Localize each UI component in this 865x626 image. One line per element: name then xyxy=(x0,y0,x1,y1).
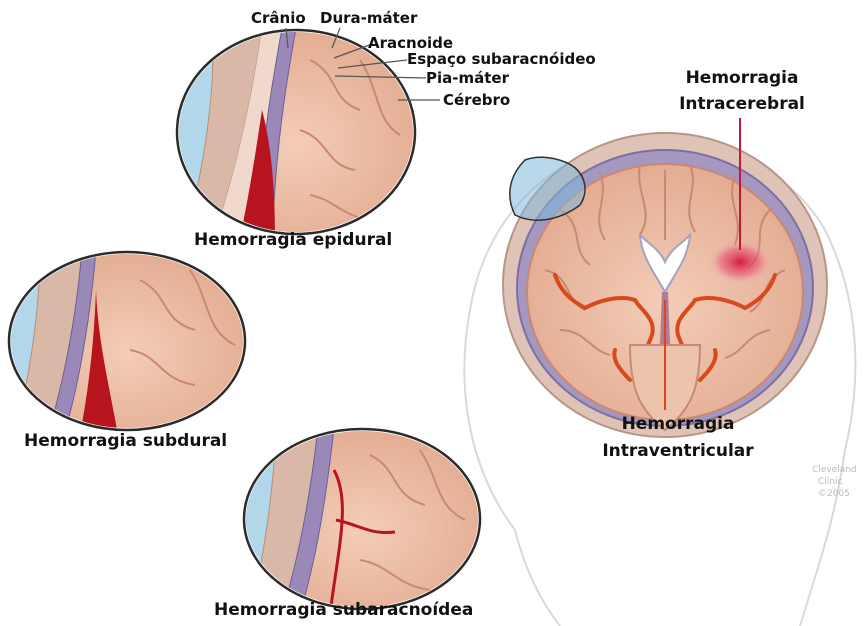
inset-subarachnoid xyxy=(244,428,484,613)
label-cerebro: Cérebro xyxy=(443,93,510,108)
label-cranio: Crânio xyxy=(251,11,306,26)
label-pia-mater: Pia-máter xyxy=(426,71,509,86)
label-dura-mater: Dura-máter xyxy=(320,11,417,26)
label-espaco-subaracnoideo: Espaço subaracnóideo xyxy=(407,52,596,67)
watermark-line1: Cleveland xyxy=(812,465,857,476)
caption-epidural: Hemorragia epidural xyxy=(194,232,392,249)
caption-intraventricular-line2: Intraventricular xyxy=(588,443,768,460)
label-aracnoide: Aracnoide xyxy=(368,36,453,51)
inset-subdural xyxy=(8,250,248,435)
watermark-line2: Clinic xyxy=(818,477,842,488)
caption-intracerebral-line1: Hemorragia xyxy=(662,70,822,87)
caption-subaracnoidea: Hemorragia subaracnoídea xyxy=(214,602,473,619)
caption-intraventricular-line1: Hemorragia xyxy=(588,416,768,433)
caption-subdural: Hemorragia subdural xyxy=(24,433,227,450)
watermark-line3: ©2005 xyxy=(818,489,850,500)
coronal-brain-illustration xyxy=(464,118,855,626)
inset-epidural xyxy=(176,28,416,238)
caption-intracerebral-line2: Intracerebral xyxy=(662,96,822,113)
